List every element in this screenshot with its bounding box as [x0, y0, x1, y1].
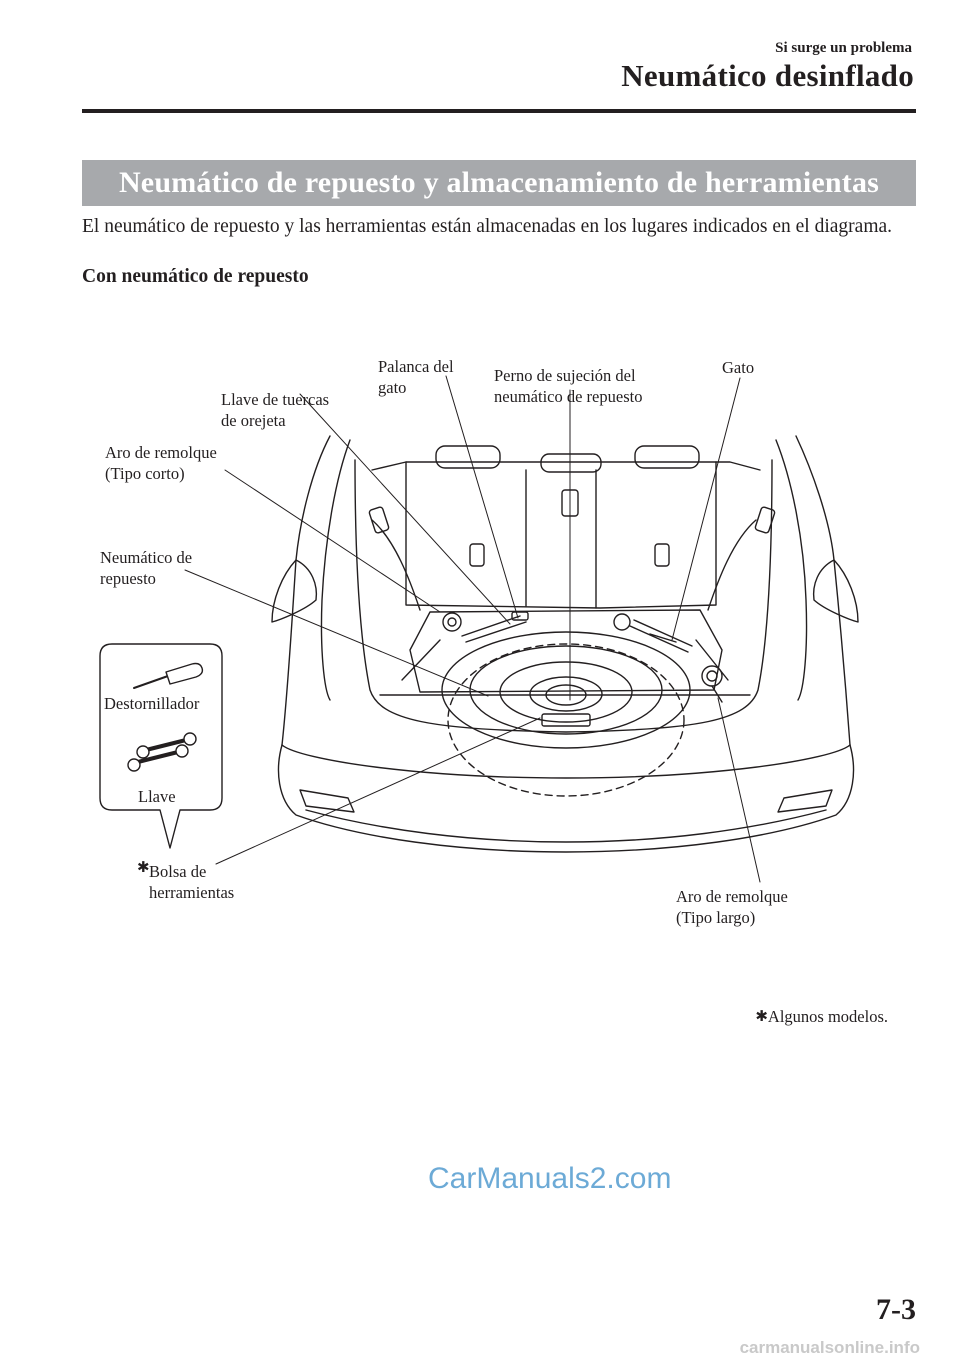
marker-icon: ✱	[137, 860, 150, 876]
intro-paragraph: El neumático de repuesto y las herramien…	[82, 216, 893, 237]
footnote: ✱Algunos modelos.	[755, 1007, 888, 1027]
page-number: 7-3	[876, 1293, 916, 1326]
screwdriver-icon	[133, 662, 204, 689]
footnote-text: Algunos modelos.	[767, 1007, 888, 1026]
wrench-icon	[127, 732, 197, 772]
subheading: Con neumático de repuesto	[82, 266, 309, 287]
section-banner: Neumático de repuesto y almacenamiento d…	[82, 160, 916, 206]
label-tool-bag: Bolsa de herramientas	[149, 862, 235, 902]
label-spare-tire: Neumático de repuesto	[100, 548, 193, 588]
label-tow-hook-long: Aro de remolque (Tipo largo)	[676, 887, 788, 927]
tool-inset	[99, 643, 223, 849]
label-lug-wrench: Llave de tuercas de orejeta	[221, 390, 330, 430]
chapter-title: Neumático desinflado	[621, 58, 914, 93]
label-wrench: Llave	[138, 787, 176, 806]
label-tow-hook-short: Aro de remolque (Tipo corto)	[105, 443, 217, 483]
section-name: Si surge un problema	[775, 40, 912, 56]
label-jack: Gato	[722, 358, 755, 377]
label-spare-bolt: Perno de sujeción del neumático de repue…	[494, 366, 643, 406]
header-rule	[82, 109, 916, 113]
marker-icon: ✱	[755, 1009, 768, 1025]
label-tool-bag-wrap: ✱Bolsa de herramientas	[137, 858, 234, 902]
label-jack-lever: Palanca del gato	[378, 357, 454, 397]
car-body	[271, 435, 859, 853]
footer-watermark: carmanualsonline.info	[739, 1338, 920, 1357]
callout-leaders	[184, 375, 761, 883]
label-screwdriver: Destornillador	[104, 694, 200, 713]
watermark-logo: CarManuals2.com	[428, 1162, 672, 1195]
